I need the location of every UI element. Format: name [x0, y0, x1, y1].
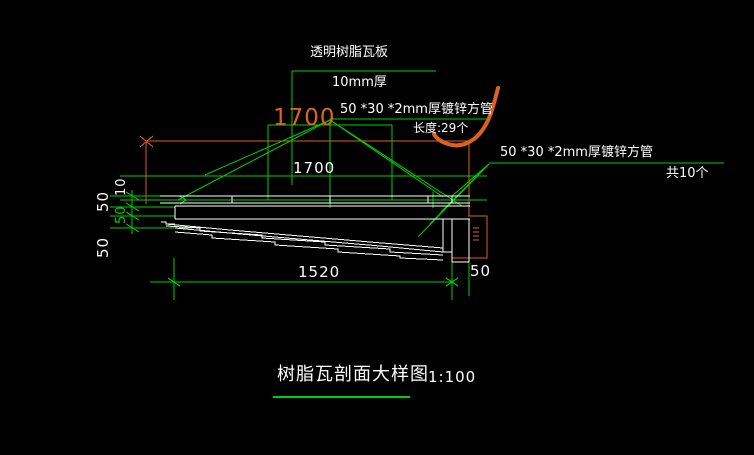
green-bottom-dimension	[150, 258, 470, 300]
orange-tick-mark-2	[139, 135, 154, 148]
dim-50-arrow-a	[445, 277, 453, 283]
dim-50-arrow-d	[451, 281, 459, 287]
dim-1520-tick-left	[167, 277, 181, 287]
orange-inner-dim-ticks	[473, 227, 479, 241]
green-annotation-leaders	[291, 70, 724, 199]
green-left-dimension-stack	[110, 190, 192, 234]
roof-section-outline	[160, 195, 470, 263]
dim-50-arrow-c	[451, 277, 459, 283]
green-leader-diagonals	[177, 119, 490, 238]
orange-dimension-group	[139, 135, 470, 216]
green-reference-lines	[120, 175, 487, 201]
green-apex-extensions	[267, 124, 393, 200]
orange-freehand-curve	[432, 86, 500, 148]
corrugated-underside-profile	[161, 221, 444, 261]
dim-50-arrow-b	[445, 281, 453, 287]
